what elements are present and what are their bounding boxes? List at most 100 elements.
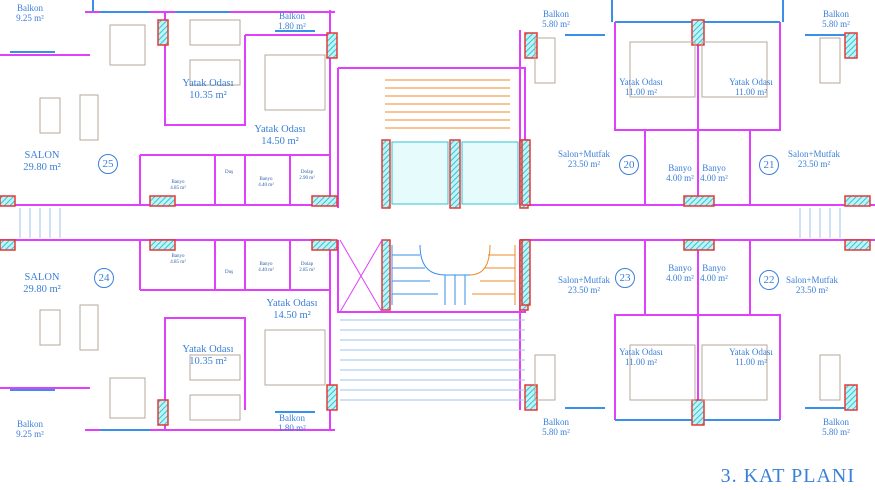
room-area: 29.80 m² [23,161,61,173]
room-name: Balkon [16,3,43,13]
room-name: Salon+Mutfak [787,149,841,159]
room-area: 14.50 m² [273,309,311,321]
room-area: 5.80 m² [822,18,850,29]
room-area: 2.85 m² [299,267,315,273]
room-name: Dolap [300,262,314,267]
room-name: Banyo [171,180,185,185]
room-name: Balkon [822,9,849,19]
room-area: 9.25 m² [16,12,44,23]
room-name: Banyo [702,163,726,173]
room-name: Balkon [542,417,569,427]
room-area: 4.85 m² [170,185,186,191]
room-name: Dolap [300,170,314,175]
furniture [39,19,841,421]
stairs-upper [385,79,510,129]
room-area: 4.00 m² [666,272,694,283]
room-area: 10.35 m² [189,89,227,101]
room-area: 2.90 m² [299,175,315,181]
room-name: Banyo [668,163,692,173]
room-area: 9.25 m² [16,428,44,439]
room-name: Balkon [278,11,305,21]
room-name: Balkon [542,9,569,19]
room-name: Yatak Odası [729,347,773,357]
apartment-number: 21 [759,155,779,175]
room-name: Yatak Odası [619,347,663,357]
room-name: Yatak Odası [254,124,306,135]
room-area: 23.50 m² [797,158,831,169]
room-name: Balkon [16,419,43,429]
room-name: Banyo [171,254,185,259]
apartment-number: 24 [94,268,114,288]
room-area: 5.80 m² [822,426,850,437]
room-name: Banyo [259,177,273,182]
room-name: Balkon [822,417,849,427]
room-area: 4.85 m² [170,259,186,265]
room-area: 11.00 m² [735,356,767,367]
room-area: 1.80 m² [278,422,306,433]
room-name: Banyo [668,263,692,273]
room-area: 4.00 m² [666,172,694,183]
room-area: 11.00 m² [735,86,767,97]
room-area: 23.50 m² [567,284,601,295]
room-name: Yatak Odası [182,344,234,355]
room-name: Salon+Mutfak [557,149,611,159]
apartment-number: 20 [619,155,639,175]
room-area: 29.80 m² [23,283,61,295]
room-area: 11.00 m² [625,86,657,97]
room-area: 5.80 m² [542,18,570,29]
room-name: Yatak Odası [619,77,663,87]
room-name: Salon+Mutfak [785,275,839,285]
apartment-number: 25 [98,154,118,174]
apartment-number: 22 [759,270,779,290]
room-area: 4.40 m² [258,267,274,273]
apartment-number: 23 [615,268,635,288]
room-label-shower: Duş [225,170,233,176]
room-area: 23.50 m² [795,284,829,295]
room-name: Yatak Odası [266,298,318,309]
plan-title: 3. KAT PLANI [720,465,855,487]
room-name: Yatak Odası [729,77,773,87]
room-area: 1.80 m² [278,20,306,31]
room-name: Banyo [259,262,273,267]
room-name: Yatak Odası [182,78,234,89]
room-area: 23.50 m² [567,158,601,169]
stairs-lower-right [469,244,516,305]
stairs-lower [339,239,525,401]
elevators [391,141,519,205]
room-name: Salon+Mutfak [557,275,611,285]
room-name: Duş [224,270,234,275]
room-name: SALON [24,272,60,283]
room-name: SALON [24,150,60,161]
room-name: Balkon [278,413,305,423]
room-area: 5.80 m² [542,426,570,437]
room-area: 11.00 m² [625,356,657,367]
